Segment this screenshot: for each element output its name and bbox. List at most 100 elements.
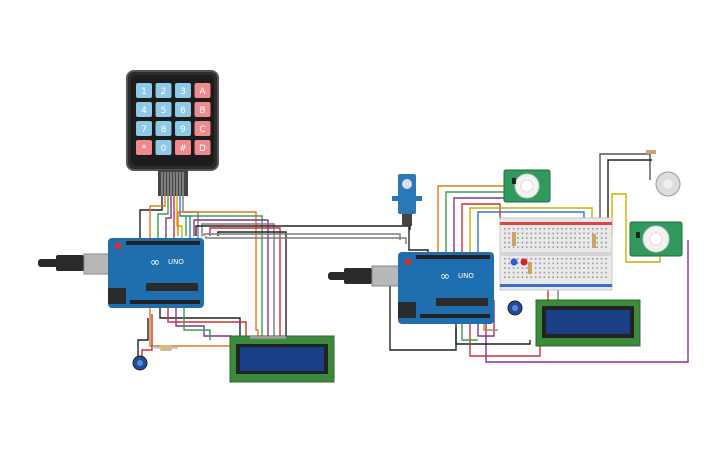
breadboard-hole <box>543 237 546 239</box>
breadboard-hole <box>556 271 559 274</box>
keypad-key-label: 3 <box>180 87 186 97</box>
breadboard-hole <box>517 232 519 235</box>
breadboard-hole <box>504 237 506 239</box>
wire-keypad-2 <box>149 196 166 242</box>
breadboard-hole <box>605 262 607 265</box>
breadboard-hole <box>587 246 590 248</box>
breadboard-hole <box>596 262 598 265</box>
keypad-key-5 <box>155 102 172 117</box>
breadboard-hole <box>605 228 607 230</box>
breadboard-hole <box>561 267 563 269</box>
arduino-uno-2: ∞ UNO <box>328 252 494 324</box>
breadboard-hole <box>570 228 572 230</box>
led-blue <box>510 258 518 266</box>
breadboard-hole <box>548 232 550 235</box>
breadboard-hole <box>517 237 519 239</box>
breadboard-hole <box>587 232 590 235</box>
keypad-key-4 <box>136 102 152 117</box>
breadboard-hole <box>552 246 554 248</box>
breadboard-hole <box>512 246 515 248</box>
breadboard-hole <box>552 258 554 260</box>
keypad-key-label: 1 <box>141 87 147 97</box>
wire-top-yellow <box>611 193 661 263</box>
breadboard-hole <box>530 241 532 244</box>
breadboard-hole <box>504 241 506 244</box>
resistor-1 <box>154 345 178 351</box>
breadboard-hole <box>596 241 598 244</box>
breadboard-hole <box>508 237 510 239</box>
breadboard-hole <box>574 258 576 260</box>
breadboard-hole <box>521 246 524 248</box>
keypad-key-label: 2 <box>161 87 167 97</box>
breadboard-hole <box>504 228 506 230</box>
breadboard-hole <box>600 271 603 274</box>
breadboard-hole <box>596 258 598 260</box>
keypad-key-label: 5 <box>161 106 167 116</box>
breadboard-hole <box>587 241 590 244</box>
breadboard-hole <box>592 232 594 235</box>
wire-a2-green <box>445 191 528 252</box>
breadboard-hole <box>561 232 563 235</box>
breadboard-hole <box>521 237 524 239</box>
breadboard-hole <box>596 237 598 239</box>
breadboard-hole <box>596 246 598 248</box>
breadboard-hole <box>504 267 506 269</box>
breadboard-hole <box>565 246 568 248</box>
breadboard-hole <box>539 237 541 239</box>
keypad-key-label: B <box>199 106 205 116</box>
breadboard-hole <box>534 262 537 265</box>
wire-a1-lcd-red <box>209 227 281 336</box>
breadboard-hole <box>508 258 510 260</box>
breadboard-hole <box>592 258 594 260</box>
breadboard-hole <box>600 262 603 265</box>
keypad-key-label: D <box>199 144 206 154</box>
breadboard-hole <box>583 232 585 235</box>
breadboard-hole <box>605 258 607 260</box>
breadboard-hole <box>521 241 524 244</box>
keypad-key-9 <box>175 121 191 136</box>
breadboard-hole <box>605 276 607 278</box>
breadboard-hole <box>504 276 506 278</box>
wire-top-gray <box>599 153 651 236</box>
keypad-key-3 <box>175 83 191 98</box>
wire-a2-bot-green <box>461 320 478 341</box>
breadboard-hole <box>600 258 603 260</box>
breadboard-hole <box>530 258 532 260</box>
breadboard-hole <box>504 232 506 235</box>
resistors-bb <box>512 232 596 274</box>
keypad-key-6 <box>175 102 191 117</box>
breadboard-hole <box>534 258 537 260</box>
breadboard-hole <box>561 237 563 239</box>
breadboard-hole <box>578 241 581 244</box>
breadboard-hole <box>521 276 524 278</box>
keypad-key-label: 9 <box>180 125 186 135</box>
wire-a1-lcd-orange <box>177 211 259 336</box>
breadboard-hole <box>583 258 585 260</box>
breadboard-hole <box>574 262 576 265</box>
breadboard-hole <box>587 237 590 239</box>
breadboard-hole <box>578 232 581 235</box>
keypad-key-label: # <box>179 144 187 154</box>
breadboard-hole <box>578 237 581 239</box>
breadboard-hole <box>596 232 598 235</box>
breadboard-hole <box>517 246 519 248</box>
keypad-key-label: 7 <box>141 125 147 135</box>
breadboard-hole <box>592 262 594 265</box>
breadboard-hole <box>552 276 554 278</box>
breadboard-hole <box>565 237 568 239</box>
breadboard-hole <box>570 267 572 269</box>
breadboard-hole <box>556 276 559 278</box>
breadboard-hole <box>605 232 607 235</box>
breadboard-hole <box>565 267 568 269</box>
breadboard-hole <box>587 276 590 278</box>
lcd-2 <box>535 299 641 347</box>
breadboard-hole <box>552 228 554 230</box>
breadboard-hole <box>596 271 598 274</box>
breadboard-hole <box>526 228 528 230</box>
breadboard-hole <box>508 271 510 274</box>
breadboard-hole <box>512 276 515 278</box>
breadboard-hole <box>556 262 559 265</box>
wire-keypad-6 <box>176 196 183 242</box>
